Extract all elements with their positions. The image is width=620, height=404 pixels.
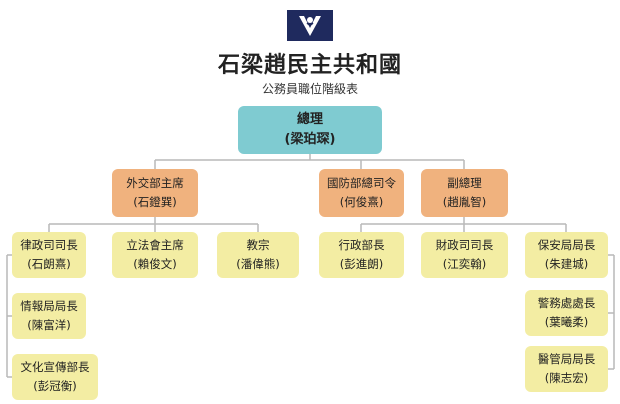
finance-secretary-name: (江奕翰) [442, 257, 487, 271]
hospital-authority-box: 醫管局局長 (陳志宏) [525, 346, 608, 392]
foreign-minister-name: (石鐙巽) [133, 195, 177, 209]
culture-minister-name: (彭冠衡) [33, 379, 77, 393]
page-title: 石梁趙民主共和國 [217, 53, 402, 78]
police-commissioner-role: 警務處處長 [537, 296, 596, 310]
security-secretary-name: (朱建城) [544, 257, 589, 271]
justice-secretary-name: (石朗熹) [27, 257, 71, 271]
finance-secretary-role: 財政司司長 [435, 238, 494, 252]
admin-minister-box: 行政部長 (彭進朗) [319, 232, 404, 278]
security-secretary-role: 保安局局長 [537, 238, 596, 252]
defense-commander-name: (何俊熹) [339, 195, 384, 209]
security-secretary-box: 保安局局長 (朱建城) [525, 232, 608, 278]
emblem-icon [299, 16, 321, 36]
legco-president-role: 立法會主席 [126, 238, 184, 252]
defense-commander-role: 國防部總司令 [327, 176, 396, 190]
page-subtitle: 公務員職位階級表 [261, 82, 358, 96]
deputy-premier-name: (趙胤智) [442, 195, 487, 209]
national-emblem-logo [287, 10, 333, 41]
intelligence-director-box: 情報局局長 (陳富洋) [12, 293, 86, 339]
defense-commander-box: 國防部總司令 (何俊熹) [319, 169, 404, 217]
admin-minister-role: 行政部長 [338, 238, 385, 252]
legco-president-name: (賴俊文) [133, 257, 177, 271]
hospital-authority-name: (陳志宏) [544, 371, 589, 385]
premier-box: 總理 (梁珀琛) [238, 106, 382, 154]
police-commissioner-name: (葉曦柔) [544, 315, 589, 329]
intelligence-director-role: 情報局局長 [20, 299, 78, 313]
justice-secretary-role: 律政司司長 [20, 238, 78, 252]
deputy-premier-role: 副總理 [447, 176, 482, 190]
intelligence-director-name: (陳富洋) [27, 318, 71, 332]
premier-role: 總理 [296, 112, 323, 127]
deputy-premier-box: 副總理 (趙胤智) [421, 169, 508, 217]
culture-minister-role: 文化宣傳部長 [20, 360, 90, 374]
foreign-minister-role: 外交部主席 [126, 176, 184, 190]
finance-secretary-box: 財政司司長 (江奕翰) [421, 232, 508, 278]
admin-minister-name: (彭進朗) [339, 257, 384, 271]
premier-name: (梁珀琛) [284, 132, 336, 147]
justice-secretary-box: 律政司司長 (石朗熹) [12, 232, 86, 278]
culture-minister-box: 文化宣傳部長 (彭冠衡) [12, 354, 98, 400]
police-commissioner-box: 警務處處長 (葉曦柔) [525, 290, 608, 336]
pope-name: (潘偉熊) [236, 257, 280, 271]
pope-role: 教宗 [246, 238, 270, 252]
hospital-authority-role: 醫管局局長 [537, 352, 596, 366]
pope-box: 教宗 (潘偉熊) [217, 232, 299, 278]
foreign-minister-box: 外交部主席 (石鐙巽) [112, 169, 198, 217]
legco-president-box: 立法會主席 (賴俊文) [112, 232, 198, 278]
